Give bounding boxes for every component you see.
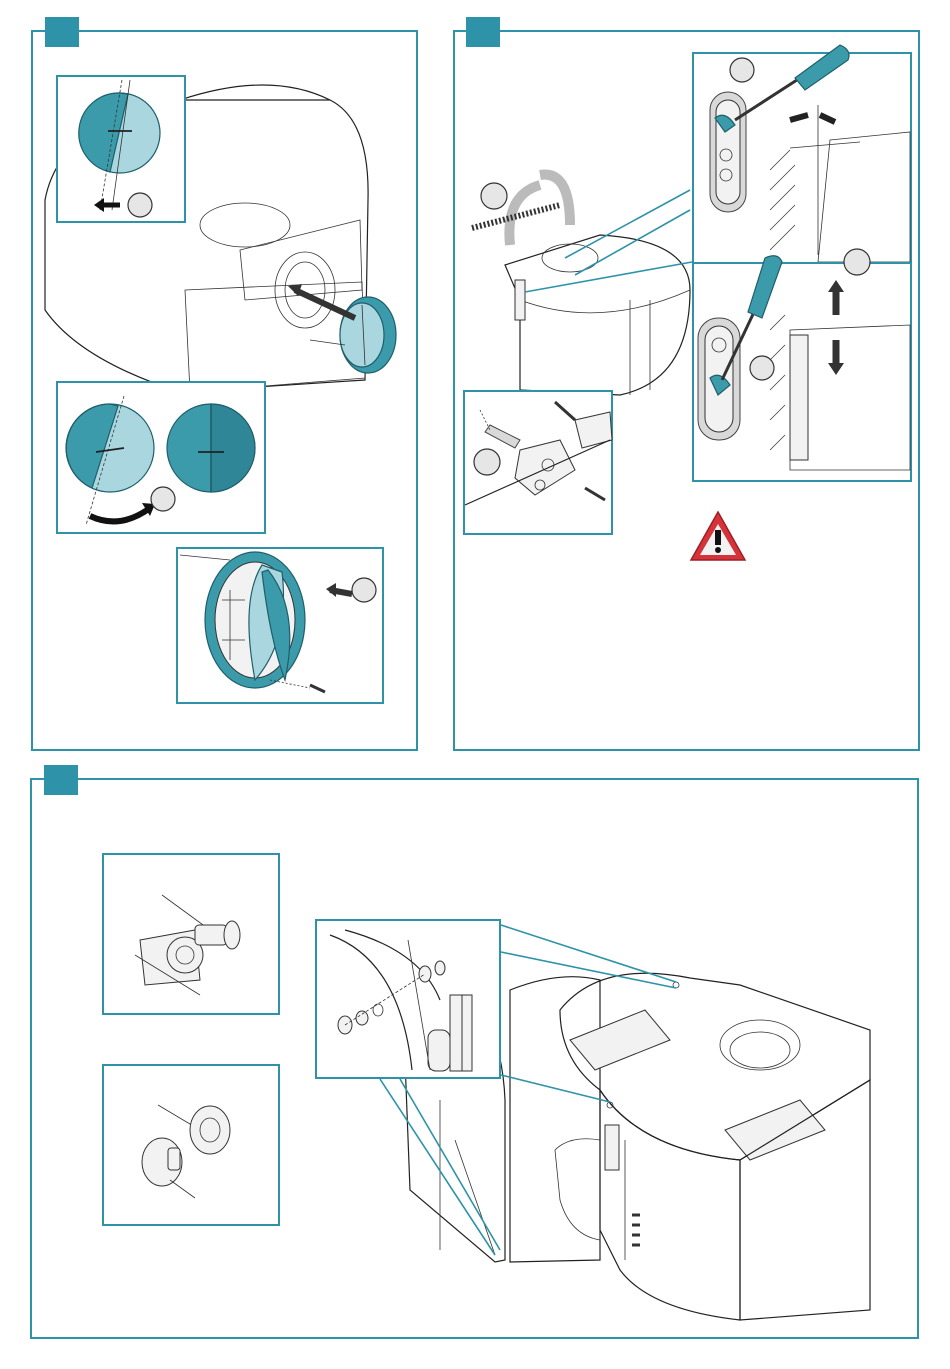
callout-connectors-c: [0, 0, 950, 1369]
